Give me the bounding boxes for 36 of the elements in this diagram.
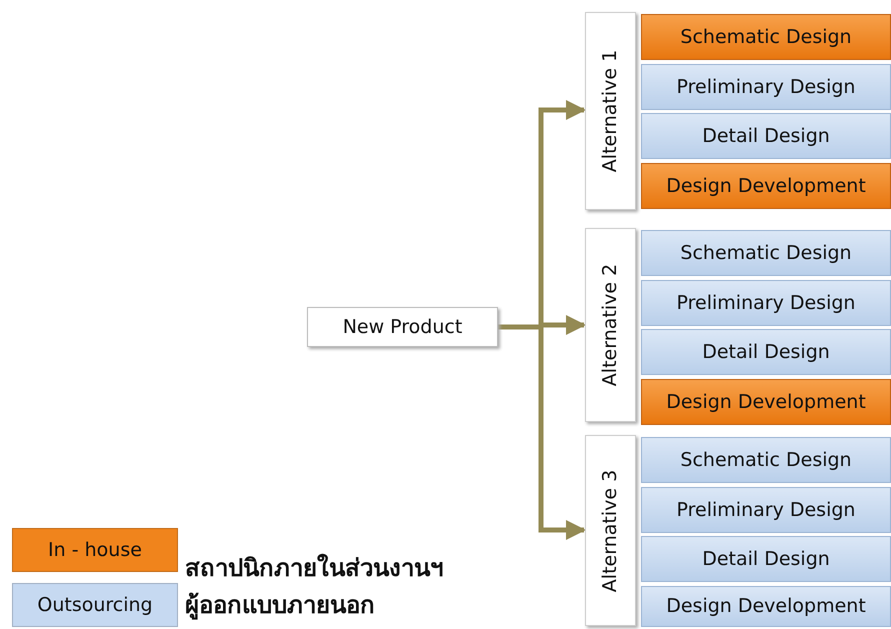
legend-text: สถาปนิกภายในส่วนงานฯ xyxy=(185,553,443,583)
process-box xyxy=(641,586,891,627)
process-box xyxy=(641,378,891,424)
alternative-box xyxy=(585,12,636,210)
legend-key: In - house xyxy=(48,539,142,561)
node-label: Detail Design xyxy=(702,125,830,147)
node-label: Schematic Design xyxy=(680,242,852,264)
node-label: Preliminary Design xyxy=(676,76,856,98)
process-box xyxy=(641,329,891,375)
process-box xyxy=(641,486,891,532)
legend-text: ผู้ออกแบบภายนอก xyxy=(185,590,375,620)
node-label: Alternative 3 xyxy=(600,469,622,592)
node-label: Preliminary Design xyxy=(676,498,856,520)
node-label: Alternative 1 xyxy=(600,50,622,172)
node-label: Preliminary Design xyxy=(676,292,856,314)
node-label: Design Development xyxy=(666,174,866,196)
node-label: Schematic Design xyxy=(680,26,852,48)
node-label: Detail Design xyxy=(702,548,830,570)
process-box xyxy=(641,14,891,60)
process-box xyxy=(641,437,891,483)
node-label: Design Development xyxy=(666,595,866,618)
process-box xyxy=(641,536,891,582)
node-label: Alternative 2 xyxy=(600,264,622,386)
process-box xyxy=(641,280,891,326)
process-box xyxy=(641,113,891,159)
node-label: Design Development xyxy=(666,390,866,412)
alternative-box xyxy=(585,435,636,626)
process-box xyxy=(641,162,891,208)
legend-key: Outsourcing xyxy=(37,594,153,616)
node-label: New Product xyxy=(342,316,462,338)
node-label: Detail Design xyxy=(702,341,830,363)
process-box xyxy=(307,307,498,347)
process-box xyxy=(641,230,891,276)
alternative-box xyxy=(585,228,636,422)
node-label: Schematic Design xyxy=(680,449,852,471)
process-box xyxy=(641,64,891,110)
